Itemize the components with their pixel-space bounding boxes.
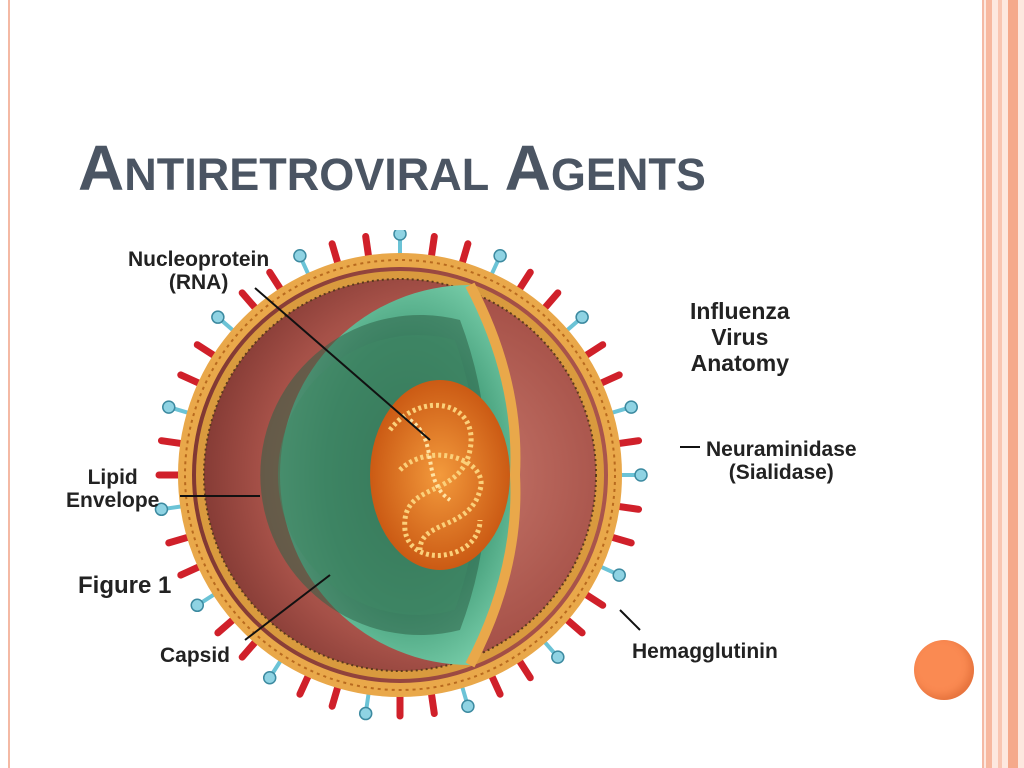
nucleoprotein-label: Nucleoprotein (RNA) — [128, 248, 269, 294]
accent-orb — [914, 640, 974, 700]
neuraminidase-head — [634, 468, 648, 482]
nucleoprotein-label-line2: (RNA) — [168, 271, 229, 294]
nucleoprotein-label-line1: Nucleoprotein — [128, 248, 270, 271]
capsid-label: Capsid — [160, 644, 231, 667]
heading-line-2: Virus — [711, 324, 769, 350]
neuraminidase-head — [190, 598, 205, 613]
virus-anatomy-heading: Influenza Virus Anatomy — [690, 298, 790, 376]
lipid-label-line1: Lipid — [87, 466, 138, 489]
neuraminidase-head — [612, 568, 626, 582]
figure-label: Figure 1 — [78, 572, 172, 599]
decorative-stripes — [984, 0, 1024, 768]
heading-line-1: Influenza — [690, 298, 790, 324]
neuraminidase-head — [262, 670, 277, 685]
neuraminidase-head — [624, 400, 638, 414]
slide-frame — [8, 0, 984, 768]
neuraminidase-head — [551, 650, 565, 664]
slide-title: Antiretroviral Agents — [78, 132, 706, 204]
nucleoprotein-leader — [254, 287, 431, 441]
neuraminidase-head — [493, 249, 507, 263]
neuraminidase-label: Neuraminidase (Sialidase) — [706, 438, 857, 484]
neuraminidase-head — [358, 706, 373, 721]
lipid-envelope-label: Lipid Envelope — [66, 466, 159, 512]
neuraminidase-head — [211, 310, 225, 324]
neuraminidase-head — [293, 249, 307, 263]
neuraminidase-head — [162, 400, 176, 414]
neuraminidase-head — [461, 699, 475, 713]
neuraminidase-label-line2: (Sialidase) — [728, 461, 834, 484]
capsid-leader — [244, 574, 331, 641]
neuraminidase-head — [575, 310, 589, 324]
hemagglutinin-leader — [619, 609, 641, 631]
lipid-label-line2: Envelope — [66, 489, 160, 512]
neuraminidase-head — [154, 502, 169, 517]
nucleoprotein-rna — [370, 380, 510, 570]
neuraminidase-head — [393, 230, 407, 241]
neuraminidase-label-line1: Neuraminidase — [706, 438, 857, 461]
influenza-virus-diagram — [154, 230, 700, 721]
hemagglutinin-label: Hemagglutinin — [632, 640, 778, 663]
heading-line-3: Anatomy — [690, 350, 790, 376]
